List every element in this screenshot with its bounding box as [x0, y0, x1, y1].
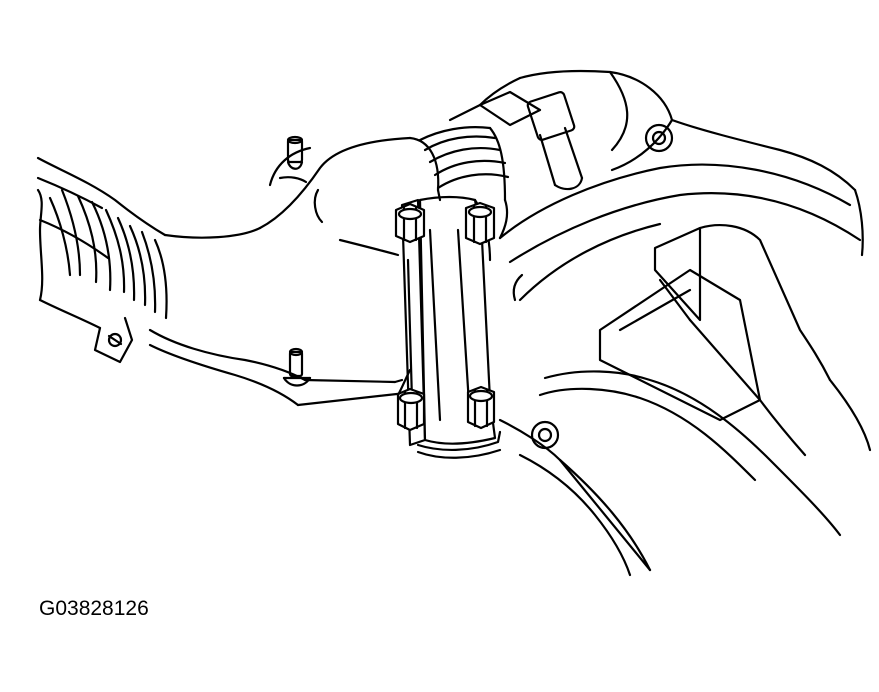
exhaust-pipe-left — [36, 136, 440, 407]
manifold-body — [498, 69, 872, 577]
pipe-stud-upper — [268, 135, 312, 187]
manifold-stud-upper — [478, 76, 584, 191]
figure-id-label: G03828126 — [39, 597, 149, 620]
manifold-bolt-hole-upper — [644, 123, 674, 153]
pipe-bracket — [93, 316, 134, 364]
bolt-upper-right — [464, 201, 496, 246]
bolt-upper-left — [394, 202, 426, 244]
bolt-lower-left — [396, 387, 426, 432]
pipe-stud-lower — [282, 347, 312, 387]
manifold-bolt-hole-lower — [530, 420, 560, 450]
bolt-lower-right — [466, 385, 496, 430]
flange-joint-lines — [393, 188, 442, 397]
